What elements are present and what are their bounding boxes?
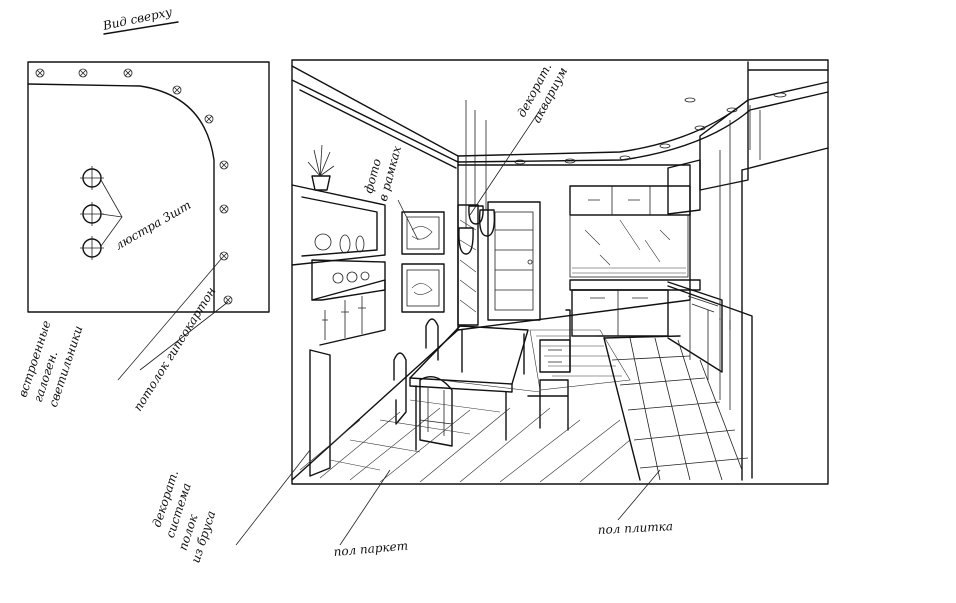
ceiling-leader xyxy=(139,301,229,371)
plan-outline xyxy=(27,61,270,313)
tile-floor xyxy=(603,335,749,481)
chandelier-icon xyxy=(80,166,104,190)
backsplash xyxy=(569,214,689,278)
photo-leader xyxy=(397,199,419,241)
spot-icon xyxy=(35,68,45,78)
aquarium-leader xyxy=(469,109,541,216)
tile-leader xyxy=(617,469,661,521)
tall-cabinets xyxy=(699,99,829,481)
kitchen-perspective xyxy=(291,59,829,485)
ceiling-left-edge xyxy=(291,65,459,157)
back-door xyxy=(487,201,541,321)
spotlight-icons xyxy=(35,68,233,305)
spot-icon xyxy=(123,68,133,78)
parquet-label: пол паркет xyxy=(333,539,409,559)
spot-icon xyxy=(219,160,229,170)
ceiling-spots xyxy=(514,92,787,165)
right-counter xyxy=(667,281,753,479)
parquet-leader xyxy=(339,469,391,546)
wall-shelves xyxy=(291,144,386,477)
chairs xyxy=(393,309,571,447)
lower-cabinets xyxy=(569,279,701,337)
chandelier-icons xyxy=(80,166,123,260)
parquet-floor xyxy=(299,329,631,483)
annotation-shelves: декорат. система полок из бруса xyxy=(150,468,219,564)
annotation-photo: фото в рамках xyxy=(361,144,404,203)
chandelier-leader xyxy=(100,179,123,247)
pendant-lamps xyxy=(458,100,496,255)
chandelier-icon xyxy=(80,236,104,260)
title-underline xyxy=(103,21,179,35)
ceiling-label: потолок гипсокартон xyxy=(131,284,219,413)
spot-icon xyxy=(172,85,182,95)
aquarium-column xyxy=(457,204,479,326)
dining-table xyxy=(409,325,529,451)
ceiling-curve xyxy=(457,81,829,157)
chandelier-icon xyxy=(80,202,104,226)
spot-icon xyxy=(204,114,214,124)
floor-left-edge xyxy=(291,329,459,481)
ceiling-plan: люстра 3шт xyxy=(27,61,270,313)
upper-cabinets xyxy=(569,159,701,216)
annotation-aquarium: декорат. аквариум xyxy=(514,61,570,126)
back-wall xyxy=(457,164,691,331)
plasterboard-curve xyxy=(27,83,215,313)
spot-icon xyxy=(78,68,88,78)
chandelier-label: люстра 3шт xyxy=(113,198,194,253)
spots-leader xyxy=(117,257,223,381)
spot-icon xyxy=(219,204,229,214)
spot-icon xyxy=(223,295,233,305)
photo-frames xyxy=(401,211,445,313)
perspective-frame xyxy=(291,59,829,485)
shelves-leader xyxy=(235,449,311,546)
tile-label: пол плитка xyxy=(597,519,673,537)
annotation-spotlights: встроенные галоген. светильники xyxy=(16,319,86,409)
